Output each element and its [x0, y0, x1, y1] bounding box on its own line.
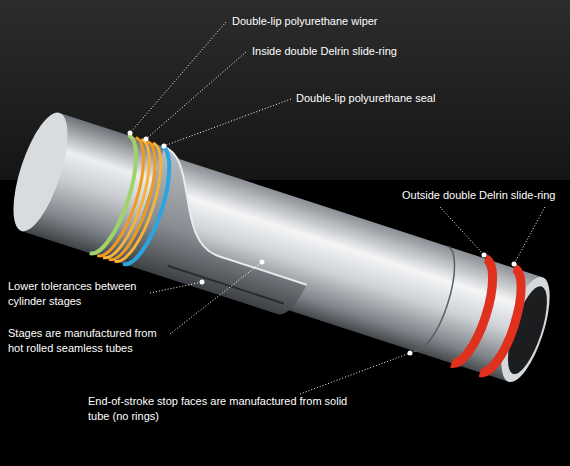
seal-ring	[123, 146, 180, 270]
orange-slide-ring	[109, 141, 166, 265]
callout-label: Inside double Delrin slide-ring	[252, 44, 397, 59]
cutaway-shell	[126, 147, 334, 320]
callout-label: End-of-stroke stop faces are manufacture…	[88, 394, 358, 424]
tolerance-gap	[168, 266, 284, 304]
orange-slide-ring	[103, 140, 160, 264]
callout-label: Double-lip polyurethane seal	[296, 91, 435, 106]
leader-lines	[130, 22, 545, 394]
callout-label: Outside double Delrin slide-ring	[402, 188, 555, 203]
stop-face	[413, 246, 464, 356]
red-slide-ring	[480, 268, 531, 378]
callout-label: Stages are manufactured from hot rolled …	[8, 326, 168, 356]
leader-dots	[128, 131, 517, 356]
cut-edge	[137, 147, 333, 285]
outer-end	[2, 107, 78, 237]
callout-label: Double-lip polyurethane wiper	[232, 14, 378, 29]
red-slide-ring	[451, 259, 502, 369]
cylinder	[2, 107, 561, 394]
callout-label: Lower tolerances between cylinder stages	[8, 279, 153, 309]
